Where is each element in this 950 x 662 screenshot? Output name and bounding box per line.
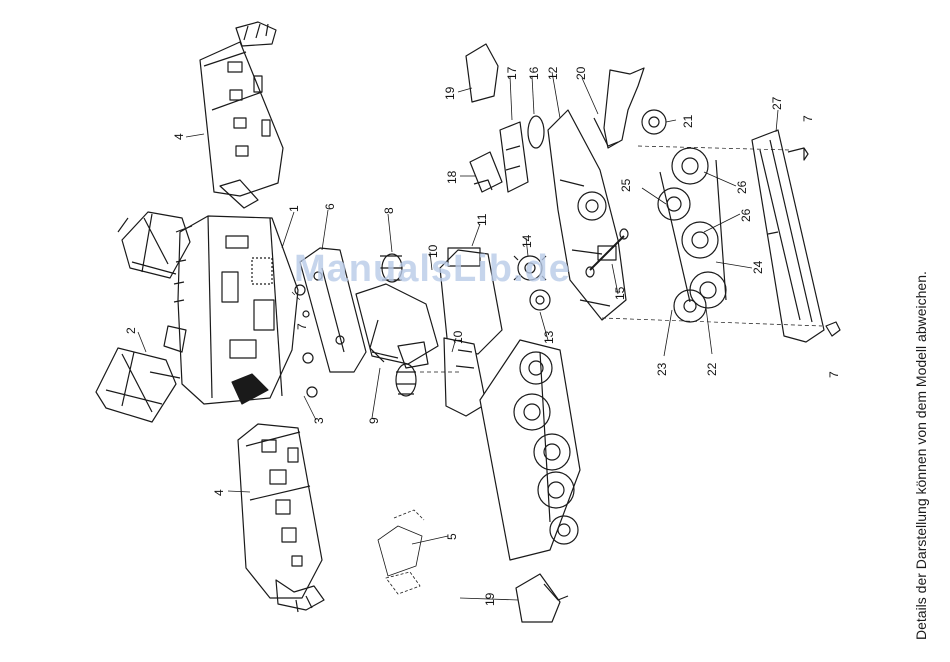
callout-24: 24	[751, 260, 765, 274]
callout-5: 5	[445, 533, 459, 540]
callout-14: 14	[520, 234, 534, 248]
callout-6: 6	[323, 203, 337, 210]
callout-3: 3	[312, 417, 326, 424]
coupler-part	[378, 510, 424, 594]
small-bracket	[470, 152, 502, 192]
callout-19-top: 19	[443, 86, 457, 100]
callout-7-bottom-right: 7	[827, 371, 841, 378]
callout-2: 2	[124, 327, 138, 334]
wheel-set	[658, 148, 726, 322]
pantograph-lower	[96, 348, 180, 422]
callout-19-bottom: 19	[483, 592, 497, 606]
main-body	[164, 216, 298, 404]
callout-22: 22	[705, 362, 719, 376]
lower-cab-shell	[238, 424, 324, 612]
callout-27: 27	[770, 96, 784, 110]
callout-10-mid: 10	[451, 330, 465, 344]
upper-cab-shell	[200, 22, 283, 208]
callout-25: 25	[619, 178, 633, 192]
pickup-shoe	[594, 68, 666, 148]
callout-4-top: 4	[172, 133, 186, 140]
callout-12: 12	[546, 66, 560, 80]
callout-15: 15	[613, 286, 627, 300]
end-cover-top	[466, 44, 498, 102]
callout-26-top: 26	[735, 180, 749, 194]
end-cover-bottom	[516, 574, 568, 622]
callout-16: 16	[527, 66, 541, 80]
gear-cover-plates	[500, 116, 544, 192]
callout-21: 21	[681, 114, 695, 128]
disclaimer-note: Details der Darstellung können von dem M…	[913, 271, 929, 640]
callout-20: 20	[574, 66, 588, 80]
base-plate	[752, 130, 824, 342]
callout-7-mid: 7	[295, 323, 309, 330]
callout-17: 17	[505, 66, 519, 80]
callout-9: 9	[367, 417, 381, 424]
callout-13: 13	[542, 330, 556, 344]
callout-4-bottom: 4	[212, 489, 226, 496]
callout-11: 11	[475, 213, 489, 226]
callout-26-bottom: 26	[739, 208, 753, 222]
watermark-logo: ManualsLib.de	[294, 248, 571, 291]
callout-18: 18	[445, 170, 459, 184]
callout-8: 8	[382, 207, 396, 214]
callout-7-top-right: 7	[801, 115, 815, 122]
callout-23: 23	[655, 362, 669, 376]
callout-1: 1	[287, 205, 301, 212]
drive-bogie	[480, 340, 580, 560]
